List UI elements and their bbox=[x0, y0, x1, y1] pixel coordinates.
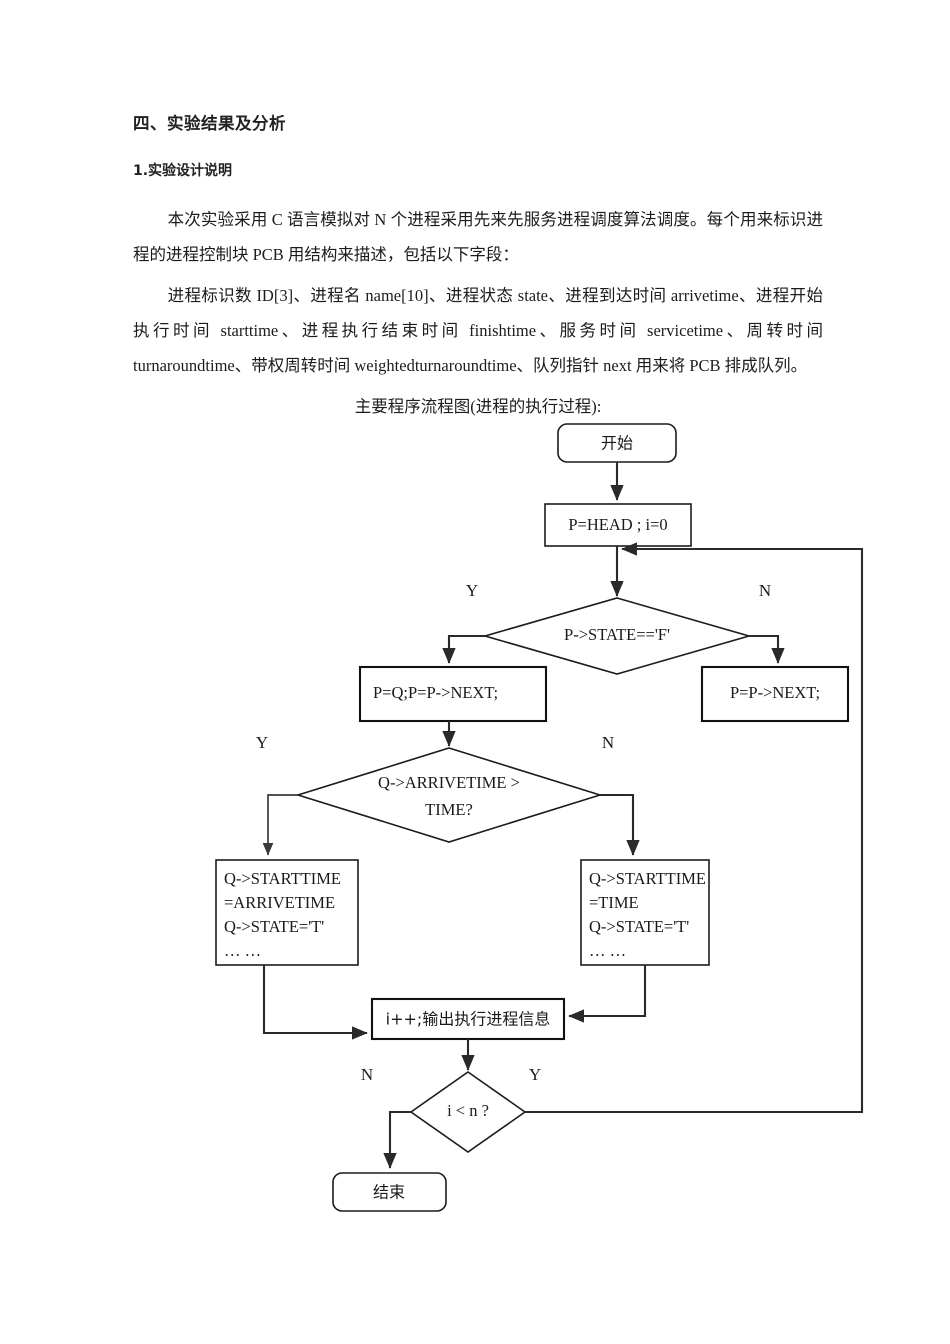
sub-heading: 1.实验设计说明 bbox=[133, 163, 233, 179]
node-decision-arrivetime-line1: Q->ARRIVETIME > bbox=[378, 773, 520, 792]
node-proc-left-line3: Q->STATE='T' bbox=[224, 917, 324, 936]
node-proc-left bbox=[215, 859, 359, 966]
node-proc-pq bbox=[358, 665, 548, 723]
branch-label-arrivetime-no: N bbox=[602, 733, 614, 752]
node-output-label: i++;输出执行进程信息 bbox=[386, 1010, 551, 1029]
node-init-label: P=HEAD ; i=0 bbox=[568, 515, 667, 534]
branch-label-loop-yes: Y bbox=[529, 1065, 541, 1084]
node-proc-right-line4: … … bbox=[589, 941, 626, 960]
branch-label-arrivetime-yes: Y bbox=[256, 733, 268, 752]
branch-label-state-no: N bbox=[759, 581, 771, 600]
node-end bbox=[332, 1172, 447, 1212]
node-proc-left-line2: =ARRIVETIME bbox=[224, 893, 335, 912]
node-decision-arrivetime bbox=[295, 747, 603, 843]
document-text-body: 四、实验结果及分析 1.实验设计说明 本次实验采用 C 语言模拟对 N 个进程采… bbox=[133, 110, 823, 430]
edge-procleft-to-output bbox=[262, 965, 368, 1040]
paragraph-2: 进程标识数 ID[3]、进程名 name[10]、进程状态 state、进程到达… bbox=[133, 286, 823, 375]
branch-label-state-yes: Y bbox=[466, 581, 478, 600]
edge-arrivetime-yes bbox=[262, 794, 298, 856]
node-proc-pnext-label: P=P->NEXT; bbox=[730, 683, 820, 702]
node-decision-arrivetime-line2: TIME? bbox=[425, 800, 473, 819]
node-decision-loop-label: i < n ? bbox=[447, 1101, 489, 1120]
node-end-label: 结束 bbox=[373, 1183, 405, 1202]
node-decision-state bbox=[482, 597, 752, 675]
node-proc-right-line2: =TIME bbox=[589, 893, 639, 912]
section-heading: 四、实验结果及分析 bbox=[133, 114, 286, 133]
paragraph-1: 本次实验采用 C 语言模拟对 N 个进程采用先来先服务进程调度算法调度。每个用来… bbox=[133, 210, 823, 264]
branch-label-loop-no: N bbox=[361, 1065, 373, 1084]
node-proc-left-line4: … … bbox=[224, 941, 261, 960]
node-decision-state-label: P->STATE=='F' bbox=[564, 625, 670, 644]
edge-procright-to-output bbox=[568, 965, 647, 1023]
edge-loop-yes-feedback bbox=[525, 542, 864, 1114]
node-decision-loop bbox=[409, 1071, 527, 1153]
node-proc-right-line1: Q->STARTTIME bbox=[589, 869, 706, 888]
node-output bbox=[370, 997, 566, 1041]
edge-state-no bbox=[749, 634, 785, 664]
edge-state-yes bbox=[442, 634, 485, 664]
node-proc-pq-label: P=Q;P=P->NEXT; bbox=[373, 683, 498, 702]
node-proc-left-line1: Q->STARTTIME bbox=[224, 869, 341, 888]
edge-loop-no-to-end bbox=[383, 1110, 411, 1169]
node-start-label: 开始 bbox=[601, 434, 633, 453]
node-proc-right-line3: Q->STATE='T' bbox=[589, 917, 689, 936]
figure-caption: 主要程序流程图(进程的执行过程): bbox=[354, 397, 602, 416]
program-flowchart: 开始 P=HEAD ; i=0 P->STATE=='F' Y N P=Q;P=… bbox=[0, 408, 950, 1238]
node-proc-pnext bbox=[700, 665, 850, 723]
node-proc-right bbox=[580, 859, 710, 966]
edge-arrivetime-no bbox=[600, 793, 640, 856]
